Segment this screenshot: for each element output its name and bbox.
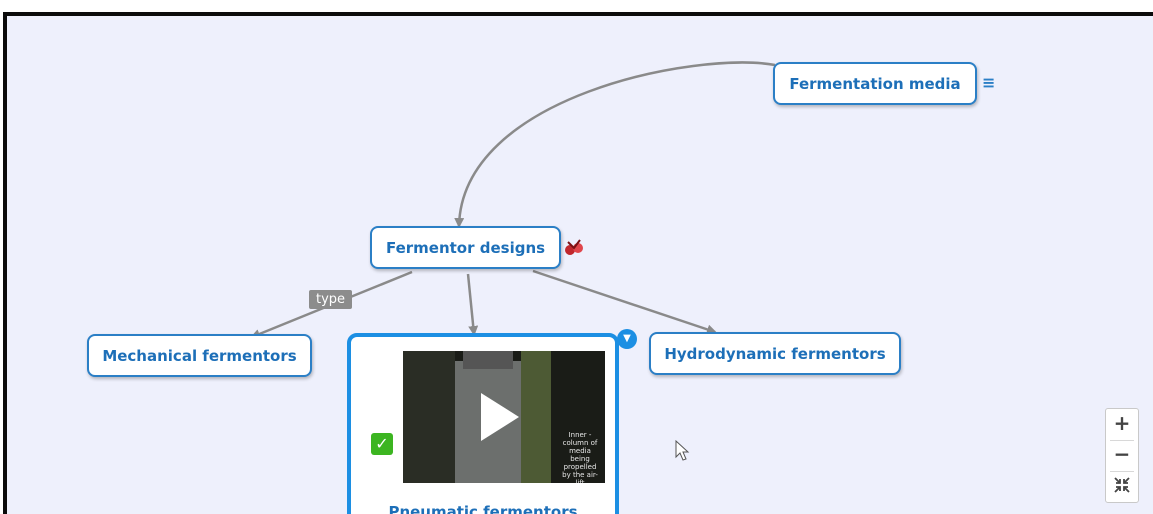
node-mechanical-fermentors[interactable]: Mechanical fermentors bbox=[87, 334, 312, 377]
pointer-cursor-icon bbox=[675, 440, 690, 461]
video-thumbnail[interactable]: Inner - column of media being propelled … bbox=[403, 351, 605, 483]
fit-to-screen-button[interactable] bbox=[1106, 475, 1138, 499]
node-fermentation-media[interactable]: Fermentation media bbox=[773, 62, 977, 105]
collapse-arrows-icon bbox=[1114, 477, 1130, 493]
node-fermentor-designs[interactable]: Fermentor designs bbox=[370, 226, 561, 269]
collapse-toggle-icon[interactable]: ▼ bbox=[617, 329, 637, 349]
node-hydrodynamic-fermentors[interactable]: Hydrodynamic fermentors bbox=[649, 332, 901, 375]
link-designs-to-pneumatic[interactable] bbox=[466, 273, 479, 336]
menu-icon[interactable]: ≡ bbox=[982, 73, 996, 92]
link-media-to-designs[interactable] bbox=[454, 61, 776, 228]
canvas[interactable]: Fermentation media ≡ Fermentor designs t… bbox=[3, 12, 1153, 514]
node-pneumatic-fermentors[interactable]: ✓ Inner - column of media being propelle… bbox=[347, 329, 637, 514]
resource-icon[interactable] bbox=[564, 238, 584, 256]
zoom-controls: + − bbox=[1105, 408, 1139, 503]
checkbox-icon[interactable]: ✓ bbox=[371, 433, 393, 455]
zoom-in-button[interactable]: + bbox=[1113, 411, 1131, 435]
zoom-out-button[interactable]: − bbox=[1113, 442, 1131, 466]
play-icon[interactable] bbox=[481, 393, 519, 441]
link-designs-to-hydrodynamic[interactable] bbox=[532, 269, 717, 335]
link-layer bbox=[250, 61, 776, 339]
link-label-type[interactable]: type bbox=[309, 290, 353, 309]
video-caption: Inner - column of media being propelled … bbox=[562, 431, 598, 483]
node-label: Pneumatic fermentors bbox=[388, 503, 578, 514]
